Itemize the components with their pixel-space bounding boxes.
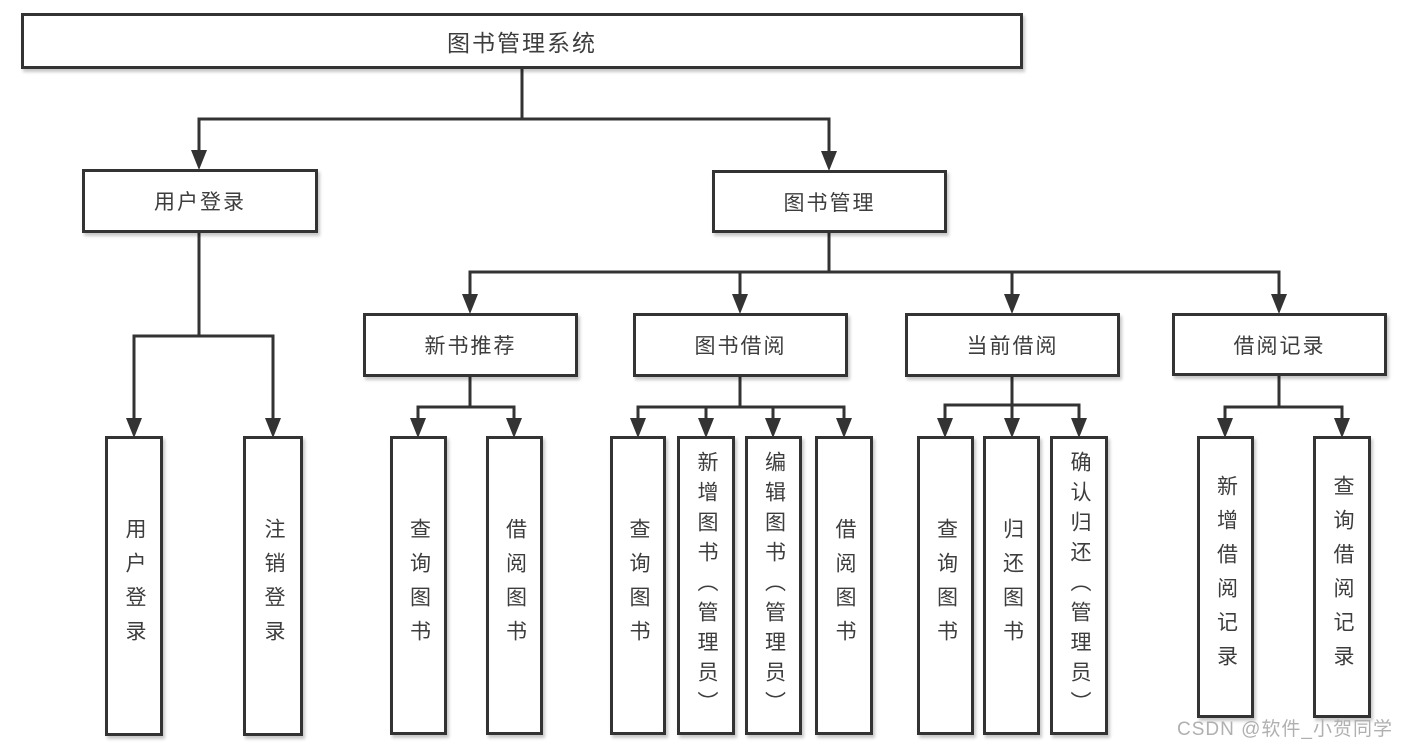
node-user-login: 用户登录: [82, 169, 318, 233]
node-leaf-query-borrow-record: 查询借阅记录: [1313, 436, 1371, 718]
arrow-down-icon: [191, 150, 207, 170]
arrow-down-icon: [462, 294, 478, 314]
arrow-down-icon: [506, 418, 522, 438]
connector-user-login-children: [126, 233, 281, 438]
node-label: 新增借阅记录: [1214, 475, 1238, 679]
node-leaf-return-book: 归还图书: [983, 436, 1040, 735]
arrow-down-icon: [1271, 294, 1287, 314]
arrow-down-icon: [821, 151, 837, 171]
node-label: 查询图书: [934, 517, 958, 654]
node-label: 查询图书: [407, 517, 431, 654]
node-book-management: 图书管理: [712, 170, 947, 233]
node-root: 图书管理系统: [21, 13, 1023, 69]
node-label: 借阅图书: [833, 517, 856, 654]
connector-book-borrow-children: [630, 377, 852, 438]
node-leaf-add-borrow-record: 新增借阅记录: [1197, 436, 1254, 718]
csdn-watermark: CSDN @软件_小贺同学: [1177, 719, 1393, 740]
connector-borrow-records-children: [1217, 376, 1350, 438]
node-label: 图书管理系统: [447, 30, 597, 56]
node-leaf-query-current: 查询图书: [917, 436, 974, 735]
arrow-down-icon: [126, 418, 142, 438]
node-current-borrow: 当前借阅: [905, 313, 1120, 377]
connector-book-management-children: [462, 233, 1287, 314]
arrow-down-icon: [410, 418, 426, 438]
arrow-down-icon: [1334, 418, 1350, 438]
arrow-down-icon: [698, 418, 714, 438]
node-new-book-recommend: 新书推荐: [363, 313, 578, 377]
node-leaf-add-book-admin: 新增图书（管理员）: [677, 436, 735, 735]
node-label: 用户登录: [123, 518, 146, 654]
arrow-down-icon: [836, 418, 852, 438]
connector-root-to-level2: [191, 69, 837, 171]
node-label: 编辑图书（管理员）: [762, 450, 786, 721]
node-leaf-query-book-recommend: 查询图书: [390, 436, 447, 735]
node-label: 当前借阅: [966, 335, 1059, 358]
node-label: 查询图书: [627, 517, 650, 654]
node-label: 新书推荐: [424, 335, 517, 358]
node-label: 查询借阅记录: [1331, 475, 1354, 679]
arrow-down-icon: [937, 418, 953, 438]
node-leaf-logout: 注销登录: [243, 436, 303, 736]
node-leaf-borrow-book: 借阅图书: [815, 436, 873, 735]
node-label: 借阅记录: [1233, 334, 1326, 358]
connector-new-book-recommend-children: [410, 377, 522, 438]
node-leaf-confirm-return-admin: 确认归还（管理员）: [1050, 436, 1108, 735]
node-label: 图书借阅: [694, 335, 787, 358]
node-label: 图书管理: [783, 191, 876, 215]
node-book-borrow: 图书借阅: [633, 313, 848, 377]
arrow-down-icon: [732, 294, 748, 314]
node-label: 确认归还（管理员）: [1068, 450, 1091, 721]
connector-current-borrow-children: [937, 377, 1087, 438]
node-leaf-query-book: 查询图书: [610, 436, 666, 735]
node-borrow-records: 借阅记录: [1172, 313, 1387, 376]
node-leaf-edit-book-admin: 编辑图书（管理员）: [745, 436, 802, 735]
node-label: 归还图书: [1000, 517, 1024, 654]
arrow-down-icon: [765, 418, 781, 438]
node-label: 用户登录: [154, 191, 246, 214]
arrow-down-icon: [1217, 418, 1233, 438]
arrow-down-icon: [265, 418, 281, 438]
node-label: 注销登录: [262, 518, 285, 654]
arrow-down-icon: [1004, 294, 1020, 314]
node-leaf-user-login: 用户登录: [105, 436, 163, 736]
arrow-down-icon: [1004, 418, 1020, 438]
arrow-down-icon: [630, 418, 646, 438]
arrow-down-icon: [1071, 418, 1087, 438]
node-label: 新增图书（管理员）: [695, 450, 718, 721]
node-leaf-borrow-book-recommend: 借阅图书: [486, 436, 543, 735]
node-label: 借阅图书: [503, 517, 527, 654]
